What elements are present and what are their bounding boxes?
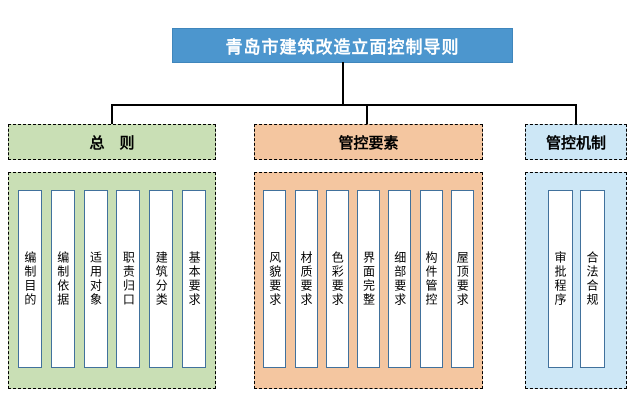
item-label: 色彩要求: [330, 251, 345, 307]
group-header-general-label: 总 则: [89, 134, 135, 152]
connector-drop-left: [111, 104, 113, 125]
item-label: 构件管控: [424, 251, 438, 307]
item-label: 界面完整: [361, 251, 376, 307]
item-cell: 屋顶要求: [450, 190, 474, 368]
item-cell: 风貌要求: [263, 190, 287, 368]
item-cell: 职责归口: [116, 190, 141, 368]
connector-horizontal-bar: [111, 104, 577, 106]
connector-drop-middle: [366, 104, 368, 125]
item-label: 合法合规: [585, 251, 599, 307]
item-cell: 编制目的: [17, 190, 42, 368]
root-title-label: 青岛市建筑改造立面控制导则: [225, 38, 460, 57]
item-label: 基本要求: [187, 251, 202, 307]
group-header-general: 总 则: [8, 124, 216, 160]
item-label: 屋顶要求: [455, 251, 470, 307]
item-label: 职责归口: [121, 251, 136, 307]
item-label: 风貌要求: [267, 251, 282, 307]
item-label: 建筑分类: [154, 251, 169, 307]
group-header-control-mechanism: 管控机制: [525, 124, 627, 160]
item-cell: 构件管控: [419, 190, 443, 368]
item-cell: 审批程序: [547, 190, 573, 368]
group-header-control-elements: 管控要素: [254, 124, 483, 160]
item-cell: 细部要求: [388, 190, 412, 368]
item-label: 编制目的: [22, 251, 37, 307]
item-cell: 界面完整: [357, 190, 380, 368]
item-cell: 材质要求: [294, 190, 318, 368]
item-label: 材质要求: [299, 251, 313, 307]
item-cell: 基本要求: [182, 190, 207, 368]
item-label: 编制依据: [55, 251, 70, 307]
item-cell: 建筑分类: [149, 190, 174, 368]
group-body-control-mechanism: 审批程序 合法合规: [525, 172, 627, 389]
group-body-general: 编制目的 编制依据 适用对象 职责归口 建筑分类 基本要求: [8, 172, 216, 389]
connector-drop-right: [575, 104, 577, 125]
item-label: 审批程序: [553, 251, 567, 307]
item-cell: 编制依据: [50, 190, 75, 368]
item-label: 细部要求: [392, 251, 407, 307]
group-body-control-elements: 风貌要求 材质要求 色彩要求 界面完整 细部要求 构件管控 屋顶要求: [254, 172, 483, 389]
item-cell: 合法合规: [579, 190, 605, 368]
item-cell: 色彩要求: [325, 190, 349, 368]
group-header-control-elements-label: 管控要素: [338, 134, 399, 152]
root-title-box: 青岛市建筑改造立面控制导则: [172, 28, 513, 63]
item-cell: 适用对象: [83, 190, 108, 368]
connector-root-vertical: [342, 62, 344, 105]
item-label: 适用对象: [88, 251, 103, 307]
group-header-control-mechanism-label: 管控机制: [545, 134, 606, 152]
